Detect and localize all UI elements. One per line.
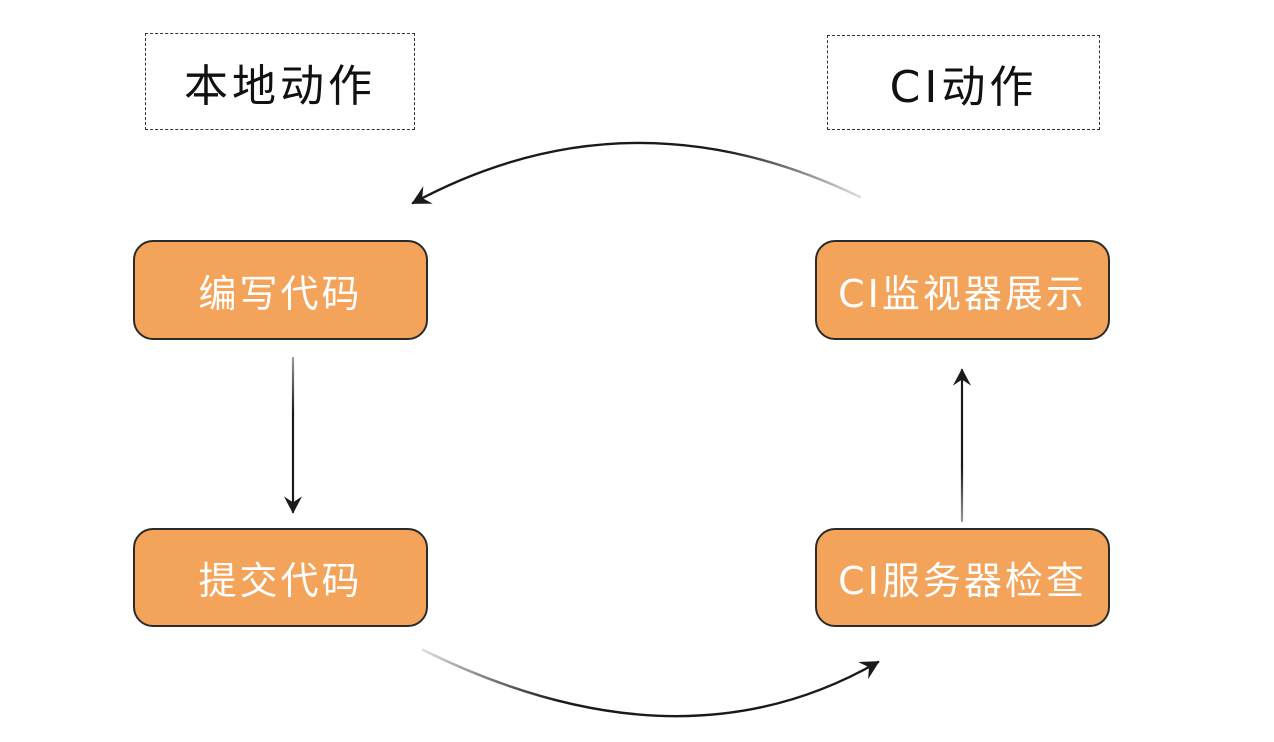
column-label-local-actions: 本地动作 <box>145 33 415 130</box>
edge-monitor-to-write-arc <box>411 141 862 205</box>
edge-commit-to-check-arc <box>421 648 880 718</box>
node-write-code: 编写代码 <box>133 240 428 340</box>
column-label-ci-actions: CI动作 <box>827 35 1100 130</box>
node-commit-code: 提交代码 <box>133 528 428 627</box>
node-ci-server-check: CI服务器检查 <box>815 528 1110 627</box>
node-ci-monitor-display: CI监视器展示 <box>815 240 1110 340</box>
